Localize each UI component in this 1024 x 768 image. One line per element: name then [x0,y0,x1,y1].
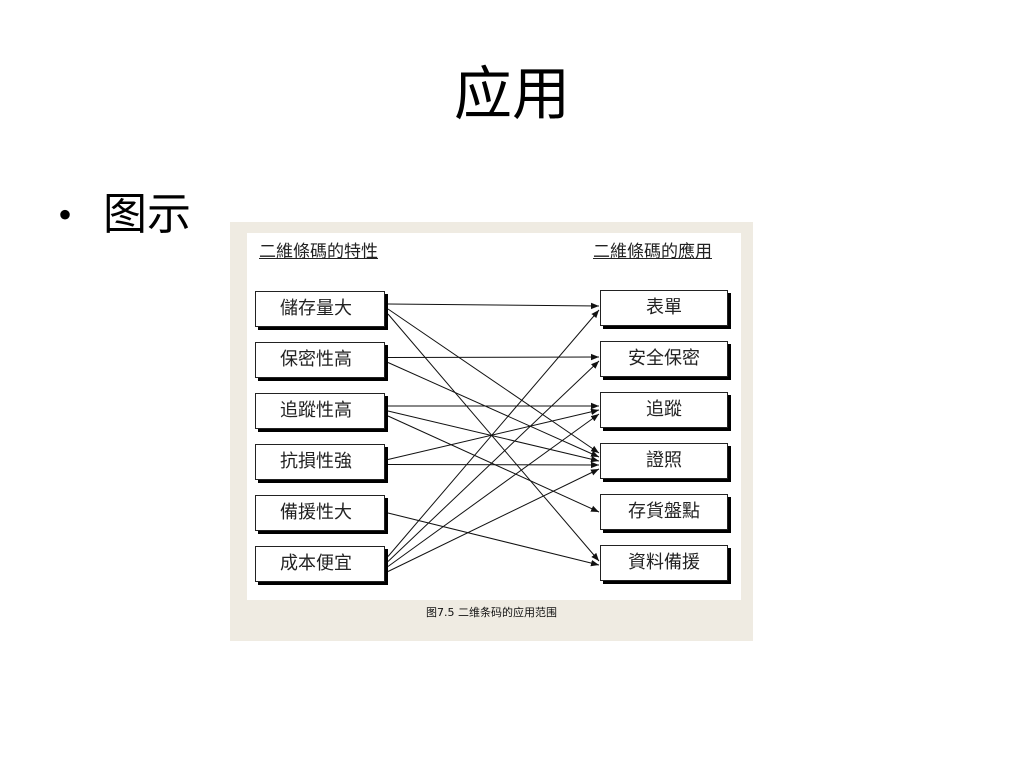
application-box-data-backup: 資料備援 [600,545,728,581]
feature-label: 保密性高 [280,349,352,370]
applications-header: 二維條碼的應用 [593,242,712,262]
feature-box-low-cost: 成本便宜 [255,546,385,582]
application-box-tracking: 追蹤 [600,392,728,428]
application-box-security: 安全保密 [600,341,728,377]
feature-box-redundancy: 備援性大 [255,495,385,531]
figure-caption: 图7.5 二维条码的应用范围 [426,606,557,619]
feature-label: 成本便宜 [280,553,352,574]
features-header: 二維條碼的特性 [259,242,378,262]
feature-box-storage: 儲存量大 [255,291,385,327]
feature-box-durability: 抗損性強 [255,444,385,480]
feature-label: 儲存量大 [280,298,352,319]
feature-box-security: 保密性高 [255,342,385,378]
feature-label: 備援性大 [280,502,352,523]
bullet-icon: • [58,192,73,237]
feature-box-traceability: 追蹤性高 [255,393,385,429]
application-box-certificates: 證照 [600,443,728,479]
application-box-inventory: 存貨盤點 [600,494,728,530]
bullet-text: 图示 [103,190,191,239]
feature-label: 追蹤性高 [280,400,352,421]
application-box-forms: 表單 [600,290,728,326]
feature-label: 抗損性強 [280,451,352,472]
slide-title: 应用 [453,62,570,127]
